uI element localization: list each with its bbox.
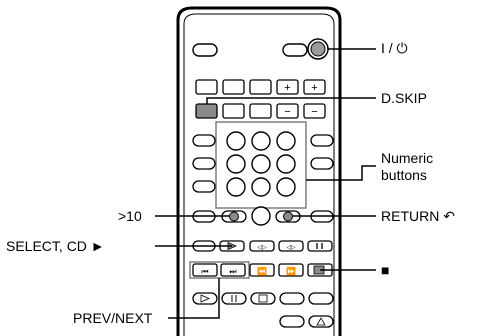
remote-key-r2-2[interactable] <box>222 79 245 95</box>
remote-key-r3-2[interactable] <box>222 103 245 119</box>
pause-pill[interactable] <box>221 292 247 305</box>
minus-key-1[interactable] <box>276 103 299 119</box>
remote-key-r2-1[interactable] <box>195 79 218 95</box>
disc-minus-glyph: ◁▷ <box>257 245 267 251</box>
remote-button-top-left[interactable] <box>192 43 218 57</box>
label-return: RETURN ↶ <box>381 208 455 224</box>
remote-key-r2-3[interactable] <box>249 79 272 95</box>
numeric-button-8[interactable] <box>251 177 271 197</box>
remote-outline <box>176 6 342 336</box>
numeric-button-7[interactable] <box>226 177 246 197</box>
minus-key-2[interactable] <box>303 103 326 119</box>
remote-key-r5-4[interactable] <box>278 240 304 252</box>
eject-glyph <box>316 317 326 326</box>
minus-glyph-2: − <box>311 106 317 118</box>
label-gt10: >10 <box>118 208 142 224</box>
remote-button-top-right[interactable] <box>282 43 308 57</box>
forward-key[interactable] <box>278 263 304 277</box>
label-select-cd: SELECT, CD ► <box>6 238 105 254</box>
label-stop: ■ <box>381 262 390 278</box>
rewind-glyph: ⏪ <box>257 266 267 276</box>
power-button-inner <box>310 41 326 57</box>
pause-key[interactable] <box>307 240 333 252</box>
pause-pill-glyph <box>231 295 237 302</box>
next-key[interactable] <box>220 263 246 277</box>
numeric-button-3[interactable] <box>276 131 296 151</box>
disc-plus-glyph: ◁▷ <box>286 245 296 251</box>
prev-key[interactable] <box>192 263 218 277</box>
plus-glyph-1: + <box>284 82 290 94</box>
label-numeric-line1: Numeric <box>381 150 434 166</box>
forward-glyph: ⏩ <box>286 266 296 276</box>
numeric-button-4[interactable] <box>226 154 246 174</box>
next-glyph: ⏭ <box>229 267 236 276</box>
label-power: I / ⏻ <box>381 40 408 56</box>
remote-pill-r7-4[interactable] <box>279 292 305 305</box>
remote-key-r5-3[interactable] <box>249 240 275 252</box>
pause-glyph <box>316 243 323 249</box>
numeric-button-6[interactable] <box>276 154 296 174</box>
leader-prev-next <box>168 278 220 319</box>
label-prev-next: PREV/NEXT <box>73 310 153 326</box>
stop-pill-glyph <box>258 294 268 303</box>
side-pill-right-1[interactable] <box>310 134 334 147</box>
numeric-button-1[interactable] <box>226 131 246 151</box>
plus-key-2[interactable] <box>303 79 326 95</box>
minus-glyph-1: − <box>284 106 290 118</box>
side-pill-left-3[interactable] <box>192 180 216 193</box>
return-key-dot <box>283 211 293 222</box>
leader-d-skip <box>206 97 376 104</box>
remote-inner-outline <box>183 13 335 336</box>
prev-glyph: ⏮ <box>201 267 208 276</box>
side-pill-left-1[interactable] <box>192 134 216 147</box>
remote-key-r3-3[interactable] <box>249 103 272 119</box>
leader-numeric <box>306 165 376 181</box>
d-skip-key[interactable] <box>195 103 218 119</box>
plus-glyph-2: + <box>311 82 317 94</box>
rewind-key[interactable] <box>249 263 275 277</box>
remote-pill-r8-1[interactable] <box>279 315 305 328</box>
plus-key-1[interactable] <box>276 79 299 95</box>
label-numeric-line2: buttons <box>381 167 427 183</box>
numeric-button-9[interactable] <box>276 177 296 197</box>
numeric-button-2[interactable] <box>251 131 271 151</box>
remote-pill-r7-5[interactable] <box>308 292 334 305</box>
numeric-button-5[interactable] <box>251 154 271 174</box>
side-pill-left-2[interactable] <box>192 157 216 170</box>
label-d-skip: D.SKIP <box>381 90 427 106</box>
side-pill-right-2[interactable] <box>310 157 334 170</box>
numeric-button-0[interactable] <box>251 206 271 226</box>
gt10-key-dot <box>229 211 239 222</box>
play-pill-glyph <box>200 294 210 303</box>
